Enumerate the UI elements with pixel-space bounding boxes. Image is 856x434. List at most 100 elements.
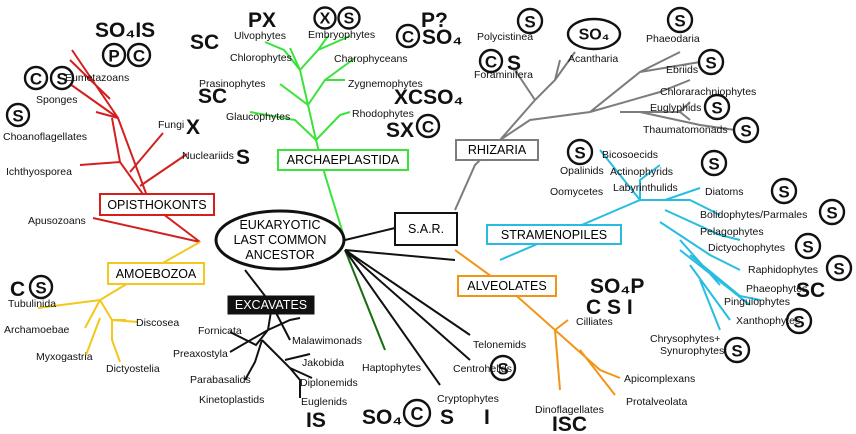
- mark-sc-chlorophytes: SC: [190, 31, 219, 54]
- taxon-euglyphids: Euglyphids: [650, 102, 701, 114]
- euglyphids-circled-s-icon: S: [703, 93, 731, 121]
- center-line-1: EUKARYOTIC: [239, 218, 320, 232]
- bolidophytes-circled-s-icon: S: [818, 198, 846, 226]
- opisthokonts-label: OPISTHOKONTS: [107, 198, 206, 212]
- taxon-ichthyosporea: Ichthyosporea: [6, 166, 72, 178]
- mark-isc: ISC: [552, 413, 587, 434]
- misc-black-branches: [344, 227, 471, 386]
- mark-nucleariids-s: S: [236, 146, 250, 169]
- embryophytes-circled-s-icon: S: [337, 6, 361, 30]
- taxon-parabasalids: Parabasalids: [190, 374, 251, 386]
- excavates-box: EXCAVATES: [227, 295, 315, 315]
- rhodophytes-circled-c-letter: C: [422, 118, 434, 137]
- taxon-phaeophytes: Phaeophytes: [746, 283, 807, 295]
- haptophytes-branches: [344, 249, 386, 351]
- thaumatomonads-circled-s-letter: S: [740, 122, 751, 141]
- mark-p-question: P?: [421, 9, 448, 32]
- sponges-circled-s-icon: S: [49, 65, 75, 91]
- opisthokonts-circled-p-icon: P: [101, 42, 127, 68]
- taxon-rhodophytes: Rhodophytes: [352, 108, 414, 120]
- mark-px: PX: [248, 9, 276, 32]
- taxon-tubulinida: Tubulinida: [8, 298, 56, 310]
- taxon-preaxostyla: Preaxostyla: [173, 348, 228, 360]
- diatoms-circled-s-icon: S: [770, 177, 798, 205]
- choanoflagellates-circled-s-letter: S: [12, 107, 23, 126]
- opisthokonts-circled-c-letter: C: [133, 47, 145, 66]
- taxon-sponges: Sponges: [36, 94, 77, 106]
- mark-haptophytes-so4: SO₄: [362, 406, 402, 429]
- opisthokonts-circled-p-letter: P: [108, 47, 119, 66]
- taxon-dinoflagellates: Dinoflagellates: [535, 404, 604, 416]
- stramenopiles-branches: [499, 149, 761, 331]
- amoebozoa-branches: [37, 241, 201, 363]
- taxon-chlorophytes: Chlorophytes: [230, 52, 292, 64]
- dictyochophytes-circled-s-icon: S: [794, 232, 822, 260]
- mark-so4-charophyceans: SO₄: [422, 26, 462, 49]
- diatoms-circled-s-letter: S: [778, 183, 789, 202]
- mark-fungi-x: X: [186, 116, 200, 139]
- taxon-chlorarachniophytes: Chlorarachniophytes: [660, 86, 756, 98]
- sar-label: S.A.R.: [408, 222, 444, 236]
- taxon-diatoms: Diatoms: [705, 186, 744, 198]
- amoebozoa-box: AMOEBOZOA: [107, 262, 205, 285]
- center-line-3: ANCESTOR: [245, 248, 314, 262]
- foraminifera-circled-c-letter: C: [485, 53, 497, 72]
- charophyceans-circled-c-letter: C: [402, 28, 414, 47]
- mark-sx: SX: [386, 119, 414, 142]
- ebriids-circled-s-letter: S: [705, 54, 716, 73]
- opisthokonts-branches: [69, 49, 201, 243]
- mark-cryptophytes-i: I: [484, 406, 490, 429]
- raphidophytes-circled-s-letter: S: [833, 260, 844, 279]
- sponges-circled-c-icon: C: [23, 65, 49, 91]
- haptophytes-circled-c-letter: C: [411, 404, 424, 424]
- mark-foraminifera-s: S: [507, 52, 521, 75]
- taxon-protalveolata: Protalveolata: [626, 396, 687, 408]
- polycistinea-circled-s-icon: S: [516, 7, 544, 35]
- acantharia-circled-so4-letter: SO₄: [579, 27, 610, 44]
- alveolates-box: ALVEOLATES: [457, 275, 557, 297]
- taxon-choanoflagellates: Choanoflagellates: [3, 131, 87, 143]
- center-node: EUKARYOTIC LAST COMMON ANCESTOR: [214, 209, 346, 271]
- phaeodaria-circled-s-letter: S: [674, 12, 685, 31]
- taxon-cryptophytes: Cryptophytes: [437, 393, 499, 405]
- opalinids-circled-s-letter: S: [574, 144, 585, 163]
- actinophyrids-circled-s-icon: S: [700, 149, 728, 177]
- archaeplastida-branches: [249, 35, 356, 241]
- taxon-thaumatomonads: Thaumatomonads: [643, 124, 728, 136]
- taxon-dictyochophytes: Dictyochophytes: [708, 242, 785, 254]
- acantharia-circled-so4-icon: SO₄: [566, 17, 622, 51]
- taxon-fungi: Fungi: [158, 119, 184, 131]
- stramenopiles-box: STRAMENOPILES: [486, 224, 622, 245]
- taxon-apusozoans: Apusozoans: [28, 215, 86, 227]
- taxon-ulvophytes: Ulvophytes: [234, 30, 286, 42]
- taxon-chrysophytes: Chrysophytes+: [650, 333, 720, 345]
- taxon-dictyostelia: Dictyostelia: [106, 363, 160, 375]
- alveolates-branches: [454, 249, 621, 396]
- mark-so4p: SO₄P: [590, 275, 644, 298]
- taxon-embryophytes: Embryophytes: [308, 29, 375, 41]
- stramenopiles-label: STRAMENOPILES: [501, 228, 607, 242]
- alveolates-label: ALVEOLATES: [467, 279, 546, 293]
- sar-box: S.A.R.: [394, 212, 458, 246]
- taxon-acantharia: Acantharia: [568, 53, 618, 65]
- taxon-eumetazoans: Eumetazoans: [65, 72, 129, 84]
- opisthokonts-box: OPISTHOKONTS: [99, 193, 215, 216]
- taxon-bicosoecids: Bicosoecids: [602, 149, 658, 161]
- bolidophytes-circled-s-letter: S: [826, 204, 837, 223]
- taxon-labyrinthulids: Labyrinthulids: [613, 182, 678, 194]
- mark-csi: C S I: [586, 296, 633, 319]
- taxon-archamoebae: Archamoebae: [4, 324, 70, 336]
- excavates-label: EXCAVATES: [235, 298, 307, 312]
- excavates-branches: [229, 269, 313, 398]
- opisthokonts-circled-c-icon: C: [126, 42, 152, 68]
- taxon-telonemids: Telonemids: [473, 339, 526, 351]
- charophyceans-circled-c-icon: C: [395, 23, 421, 49]
- choanoflagellates-circled-s-icon: S: [5, 102, 31, 128]
- archaeplastida-label: ARCHAEPLASTIDA: [287, 153, 400, 167]
- embryophytes-circled-x-icon: X: [313, 6, 337, 30]
- mark-euglenids-is: IS: [306, 409, 326, 432]
- rhodophytes-circled-c-icon: C: [415, 113, 441, 139]
- xanthophytes-circled-s-icon: S: [785, 307, 813, 335]
- thaumatomonads-circled-s-icon: S: [732, 116, 760, 144]
- amoebozoa-label: AMOEBOZOA: [116, 267, 197, 281]
